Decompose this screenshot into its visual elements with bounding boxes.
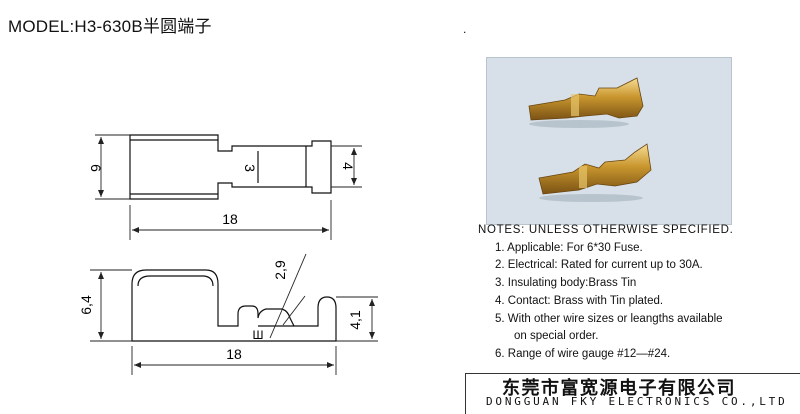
top-dim-neck: 3 xyxy=(242,164,258,172)
note-item: 6. Range of wire gauge #12—#24. xyxy=(495,347,671,360)
note-item: 1. Applicable: For 6*30 Fuse. xyxy=(495,241,643,254)
side-dim-length: 18 xyxy=(226,346,242,362)
stray-dot: . xyxy=(463,22,467,36)
note-item: 4. Contact: Brass with Tin plated. xyxy=(495,294,664,307)
note-item: 5. With other wire sizes or leangths ava… xyxy=(495,312,723,325)
side-dim-slot: 2,9 xyxy=(272,260,288,280)
note-item: 2. Electrical: Rated for current up to 3… xyxy=(495,259,703,272)
terminal-upper xyxy=(528,77,644,128)
terminal-photo-drawing xyxy=(528,77,652,202)
top-view-outline xyxy=(129,134,332,200)
product-photo xyxy=(486,57,732,225)
notes-block: NOTES: UNLESS OTHERWISE SPECIFIED. 1. Ap… xyxy=(478,222,734,364)
side-mark: Ш xyxy=(253,328,264,342)
model-title: MODEL:H3-630B半圆端子 xyxy=(8,17,212,36)
side-view-dimensions xyxy=(90,253,378,375)
company-name-cn: 东莞市富宽源电子有限公司 xyxy=(502,378,736,399)
notes-header: NOTES: UNLESS OTHERWISE SPECIFIED. xyxy=(478,224,734,236)
note-item: 3. Insulating body:Brass Tin xyxy=(495,277,637,290)
top-dim-length: 18 xyxy=(222,211,238,227)
side-dim-height: 6,4 xyxy=(78,295,94,315)
top-dim-height: 6 xyxy=(88,164,104,172)
company-block: 东莞市富宽源电子有限公司 DONGGUAN FKY ELECTRONICS CO… xyxy=(465,373,800,414)
note-item-continued: on special order. xyxy=(514,330,599,343)
top-dim-tail: 4 xyxy=(340,162,356,170)
side-dim-right: 4,1 xyxy=(347,310,363,330)
company-name-en: DONGGUAN FKY ELECTRONICS CO.,LTD xyxy=(486,395,788,408)
side-view-outline xyxy=(131,269,337,342)
top-view-dimensions xyxy=(95,134,362,240)
terminal-lower xyxy=(538,143,652,202)
